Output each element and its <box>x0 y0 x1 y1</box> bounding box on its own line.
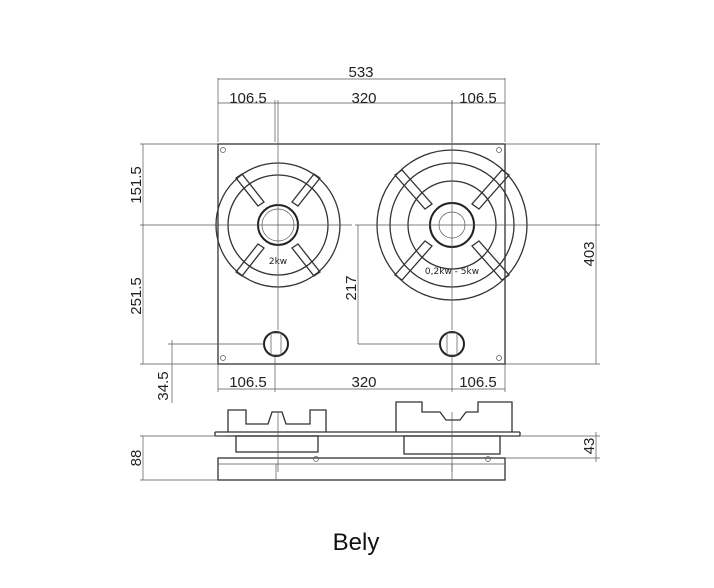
dim-left-lower: 251.5 <box>128 277 145 315</box>
corner-screw-bottom-right <box>496 355 502 361</box>
center-lines <box>140 100 600 330</box>
dim-bottom-center-span: 320 <box>351 374 376 391</box>
dim-bottom-left-offset: 106.5 <box>229 374 267 391</box>
dim-bottom-right-offset: 106.5 <box>459 374 497 391</box>
corner-screw-bottom-left <box>220 355 226 361</box>
right-dimensions: 403 <box>505 143 600 365</box>
dim-left-bottom-margin: 34.5 <box>155 371 172 400</box>
small-burner-grate <box>235 173 321 277</box>
dim-overall-depth: 403 <box>581 241 598 266</box>
product-caption: Bely <box>333 529 380 556</box>
top-dimensions: 533 106.5 320 106.5 <box>217 64 506 142</box>
knob-right <box>439 331 465 357</box>
hob-plate <box>217 143 506 365</box>
large-burner-offset-dimension: 217 <box>343 225 440 345</box>
side-view: 88 43 <box>128 401 600 481</box>
dim-top-center-span: 320 <box>351 90 376 107</box>
dim-top-right-offset: 106.5 <box>459 90 497 107</box>
dim-side-height: 88 <box>128 450 145 467</box>
left-dimensions: 151.5 251.5 34.5 <box>128 143 264 403</box>
corner-screw-top-left <box>220 147 226 153</box>
dim-overall-width: 533 <box>348 64 373 81</box>
dim-side-right-height: 43 <box>581 438 598 455</box>
large-burner-grate <box>394 169 510 281</box>
dim-top-left-offset: 106.5 <box>229 90 267 107</box>
dim-large-burner-offset: 217 <box>343 275 360 300</box>
bottom-dimensions: 106.5 320 106.5 <box>217 356 506 392</box>
knob-left <box>263 331 289 357</box>
dim-left-upper: 151.5 <box>128 166 145 204</box>
corner-screw-top-right <box>496 147 502 153</box>
